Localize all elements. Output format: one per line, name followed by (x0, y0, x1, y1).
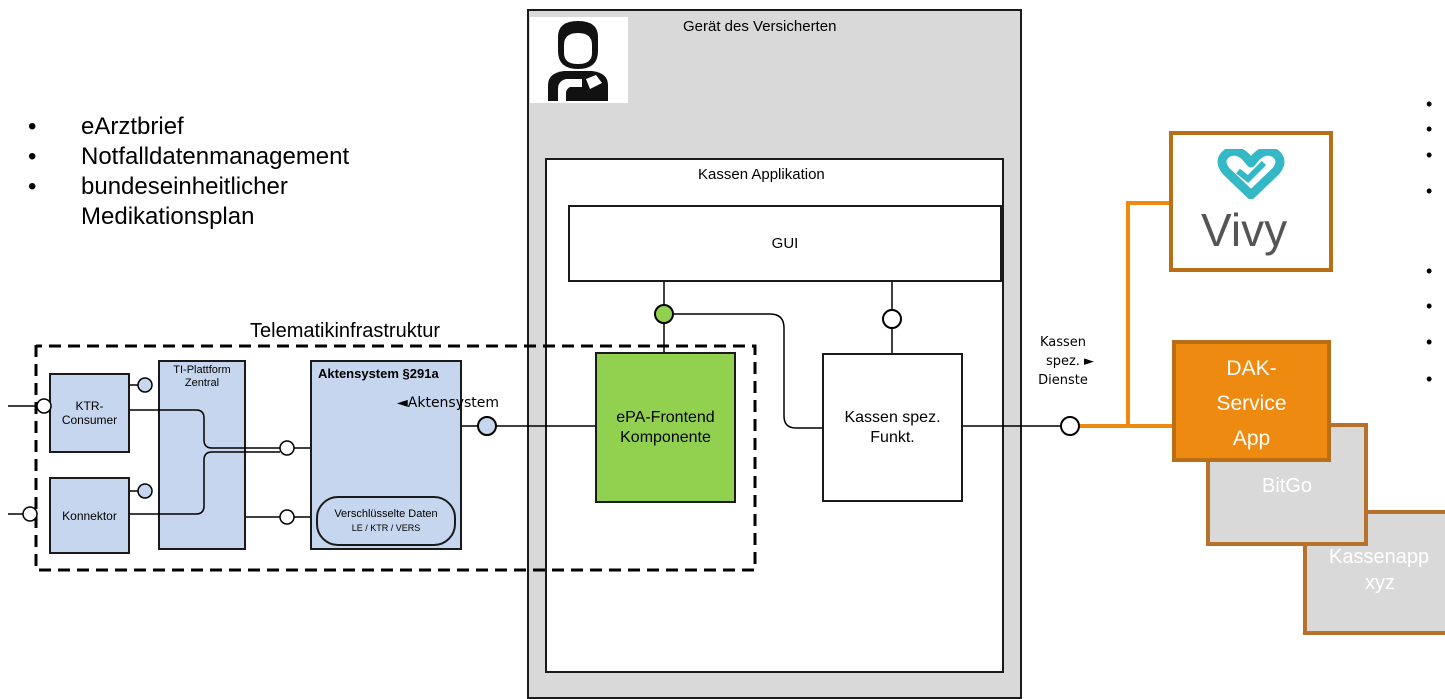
interface-circle (477, 416, 497, 436)
vivy-heart-icon (1217, 149, 1285, 199)
patient-icon (530, 17, 628, 103)
ktr-consumer-box: KTR-Consumer (49, 373, 130, 453)
vivy-box: Vivy (1169, 131, 1333, 272)
list-item: • (1426, 181, 1433, 201)
interface-circle (22, 506, 38, 522)
gui-box: GUI (568, 205, 1002, 282)
list-item: • (1426, 296, 1433, 316)
list-item: • (1426, 94, 1433, 114)
list-item: • (1426, 261, 1433, 281)
interface-circle (1060, 416, 1080, 436)
ti-title: Telematikinfrastruktur (250, 320, 441, 342)
epa-frontend-box: ePA-Frontend Komponente (595, 352, 736, 503)
list-item: • (1426, 332, 1433, 352)
list-item: •Notfalldatenmanagement (28, 143, 350, 170)
konnektor-box: Konnektor (49, 477, 130, 554)
kassen-funkt-label: Kassen spez. Funkt. (844, 408, 941, 446)
list-item: •bundeseinheitlicher Medikationsplan (28, 173, 288, 230)
verschluesselt-box: Verschlüsselte Daten LE / KTR / VERS (316, 496, 456, 546)
ti-boundary (34, 344, 757, 572)
list-item: • (1426, 369, 1433, 389)
kassen-funkt-box: Kassen spez. Funkt. (822, 353, 963, 502)
aktensystem-interface-label: ◄Aktensystem (397, 395, 500, 411)
gui-label: GUI (771, 235, 799, 252)
kassen-dienste-label: Kassen spez. ► Dienste (1038, 335, 1095, 388)
ti-plattform-label: TI-Plattform Zentral (173, 364, 231, 389)
epa-frontend-label: ePA-Frontend Komponente (616, 408, 715, 446)
vivy-label: Vivy (1201, 204, 1288, 256)
verschluesselt-sub: LE / KTR / VERS (351, 523, 421, 533)
use-case-list: •eArztbrief •Notfalldatenmanagement •bun… (28, 112, 381, 232)
ktr-consumer-label: KTR-Consumer (61, 399, 118, 427)
konnektor-label: Konnektor (62, 508, 117, 523)
verschluesselt-label: Verschlüsselte Daten (334, 508, 438, 520)
aktensystem-title: Aktensystem §291a (318, 366, 439, 381)
ti-plattform-box: TI-Plattform Zentral (158, 360, 246, 550)
list-item: • (1426, 119, 1433, 139)
list-item: •eArztbrief (28, 113, 184, 140)
dak-service-app-box: DAK- Service App (1172, 340, 1331, 462)
interface-circle (36, 398, 52, 414)
kassen-app-title: Kassen Applikation (698, 166, 825, 183)
device-title: Gerät des Versicherten (683, 18, 837, 35)
aktensystem-box: Aktensystem §291a (310, 360, 462, 550)
list-item: • (1426, 145, 1433, 165)
